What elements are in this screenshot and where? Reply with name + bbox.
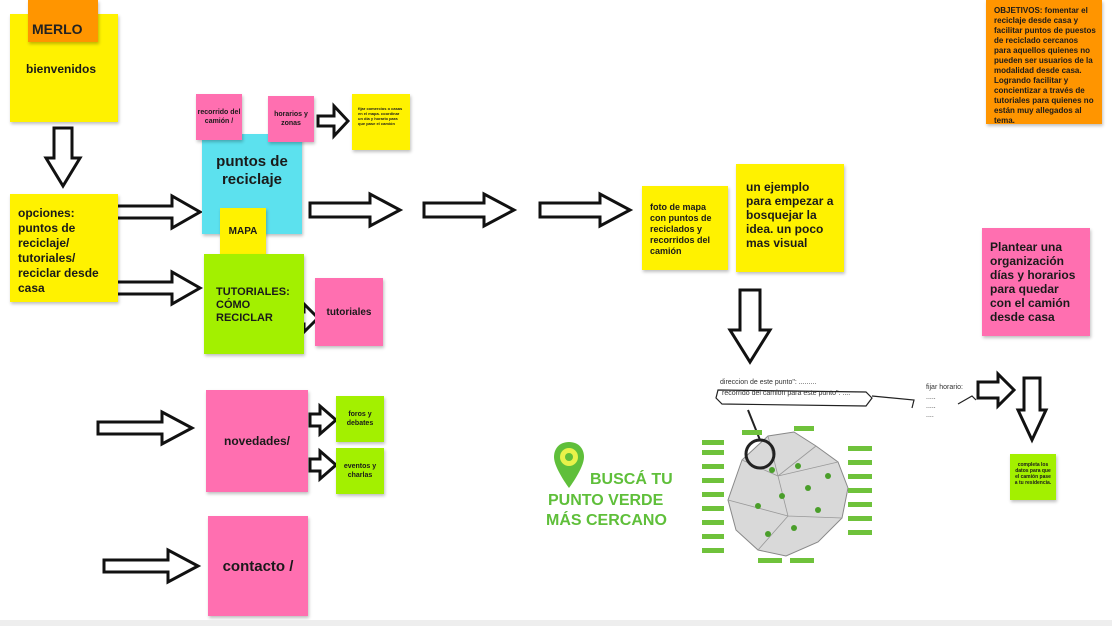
arrow-right-8 (96, 409, 196, 447)
arrow-right-6 (538, 191, 634, 229)
completa-text: completa los datos para que el camión pa… (1014, 462, 1052, 486)
arrow-right-12 (976, 370, 1017, 410)
arrow-down-3 (1015, 376, 1049, 444)
note-recorrido: recorrido del camión / (196, 94, 242, 140)
arrow-right-1 (104, 193, 204, 231)
foros-text: foros y debates (346, 411, 374, 427)
tutoriales-main-text: TUTORIALES: CÓMO RECICLAR (216, 286, 290, 324)
arrow-right-2 (104, 269, 204, 307)
note-foros[interactable]: foros y debates (336, 396, 384, 442)
dots-1: ..... (926, 394, 936, 401)
bubble-sketch (715, 389, 873, 407)
logo-line-3: MÁS CERCANO (546, 512, 667, 529)
logo-line-1: BUSCÁ TU (590, 471, 673, 488)
note-bienvenidos-text: bienvenidos (26, 62, 97, 76)
note-opciones: opciones: puntos de reciclaje/ tutoriale… (10, 194, 118, 302)
note-mapa[interactable]: MAPA (220, 208, 266, 254)
note-merlo-title: MERLO RECILA (28, 0, 98, 42)
horarios-text: horarios y zonas (274, 111, 308, 127)
puntos-text: puntos de reciclaje (216, 153, 288, 188)
arrow-right-10 (308, 447, 339, 483)
note-tutoriales[interactable]: tutoriales (315, 278, 383, 346)
bottom-scrollbar[interactable] (0, 620, 1112, 626)
recorrido-sketch-text: recorrido del camion para este punto": .… (722, 390, 851, 397)
contacto-text: contacto / (222, 557, 294, 575)
arrow-right-4 (308, 191, 404, 229)
arrow-right-9 (308, 402, 339, 438)
note-tutoriales-main: TUTORIALES: CÓMO RECICLAR (204, 254, 304, 354)
note-plantear: Plantear una organización días y horario… (982, 228, 1090, 336)
arrow-right-11 (102, 547, 202, 585)
arrow-right-3 (316, 102, 351, 140)
merlo-title-text: MERLO RECILA (32, 21, 84, 42)
note-eventos[interactable]: eventos y charlas (336, 448, 384, 494)
note-ejemplo: un ejemplo para empezar a bosquejar la i… (736, 164, 844, 272)
objetivos-text: OBJETIVOS: fomentar el reciclaje desde c… (994, 6, 1096, 124)
eventos-text: eventos y charlas (343, 463, 377, 479)
dots-3: .... (926, 412, 934, 419)
plantear-text: Plantear una organización días y horario… (990, 240, 1076, 324)
note-horarios: horarios y zonas (268, 96, 314, 142)
pointer-sketch (871, 395, 977, 409)
recycling-map-illustration (702, 426, 872, 563)
note-contacto[interactable]: contacto / (208, 516, 308, 616)
dots-2: ..... (926, 403, 936, 410)
arrow-down-1 (43, 126, 83, 189)
opciones-text: opciones: puntos de reciclaje/ tutoriale… (18, 206, 99, 295)
foto-mapa-text: foto de mapa con puntos de reciclados y … (650, 202, 712, 256)
logo-line-2: PUNTO VERDE (548, 492, 664, 509)
arrow-down-2 (727, 288, 773, 365)
tutoriales-text: tutoriales (326, 306, 372, 318)
note-objetivos: OBJETIVOS: fomentar el reciclaje desde c… (986, 0, 1102, 124)
note-foto-mapa: foto de mapa con puntos de reciclados y … (642, 186, 728, 270)
recorrido-text: recorrido del camión / (197, 109, 241, 125)
note-completa: completa los datos para que el camión pa… (1010, 454, 1056, 500)
mapa-text: MAPA (228, 225, 258, 237)
note-novedades[interactable]: novedades/ (206, 390, 308, 492)
fijar-text: fijar comercios o casas en el mapa. coor… (358, 106, 403, 126)
punto-verde-pin-icon (554, 442, 584, 488)
arrow-right-5 (422, 191, 518, 229)
note-fijar: fijar comercios o casas en el mapa. coor… (352, 94, 410, 150)
map-highlight-circle (744, 438, 776, 470)
ejemplo-text: un ejemplo para empezar a bosquejar la i… (746, 180, 834, 250)
direccion-text: direccion de este punto": ......... (720, 379, 817, 386)
fijar-horario-text: fijar horario: (926, 384, 963, 391)
novedades-text: novedades/ (223, 434, 291, 448)
